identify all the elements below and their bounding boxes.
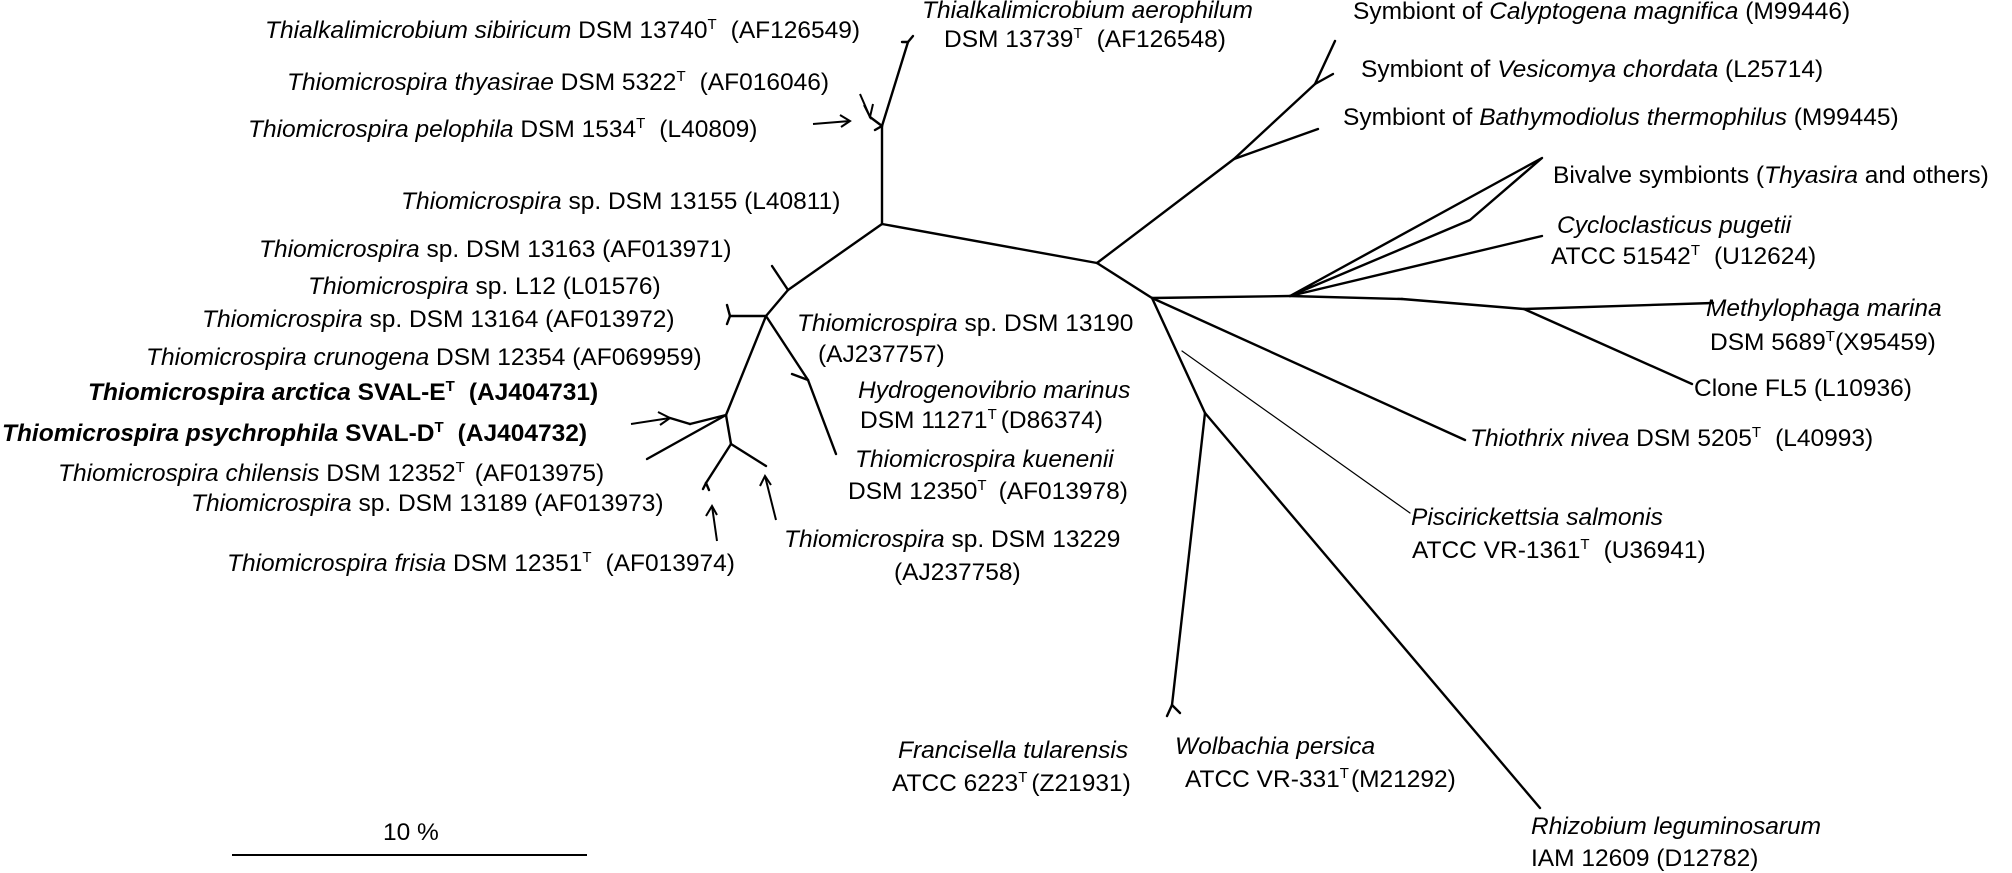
arrow-pelophila (812, 114, 852, 128)
arrow-sp13229 (759, 474, 777, 521)
branch-lower-right (1150, 296, 1207, 415)
label-kuenenii-line2: DSM 12350T(AF013978) (848, 477, 1128, 505)
branch-spL12-tip (725, 303, 732, 318)
label-calyptogena: Symbiont of Calyptogena magnifica (M9944… (1353, 0, 1850, 25)
branch-thiothrix (1150, 296, 1467, 442)
label-spL12: Thiomicrospira sp. L12 (L01576) (308, 273, 661, 300)
label-cycloclasticus-line2: ATCC 51542T(U12624) (1551, 242, 1816, 270)
branch-right-clade (1150, 294, 1292, 300)
label-kuenenii-line1: Thiomicrospira kuenenii (855, 446, 1114, 473)
branch-thyasirae (868, 115, 884, 128)
label-psychrophila: Thiomicrospira psychrophila SVAL-DT(AJ40… (2, 419, 587, 447)
branch-bivalve-triangle (1288, 156, 1544, 298)
label-sibiricum: Thialkalimicrobium sibiricum DSM 13740T(… (265, 16, 860, 44)
label-sp13190-line2: (AJ237757) (818, 341, 945, 368)
label-arctica: Thiomicrospira arctica SVAL-ET(AJ404731) (88, 378, 598, 406)
label-rhizobium-line1: Rhizobium leguminosarum (1531, 813, 1821, 840)
branch-crunogena-group (724, 314, 768, 417)
branch-francisella-tip (1165, 703, 1174, 718)
branch-sp13164-tip (725, 314, 732, 326)
pointer-arrows (630, 93, 874, 542)
branch-clone-fl5 (1522, 307, 1694, 386)
arrow-frisia (705, 504, 718, 542)
branch-vesicomya (1313, 72, 1335, 86)
label-wolbachia-line2: ATCC VR-331T(M21292) (1185, 765, 1456, 793)
label-clone-fl5: Clone FL5 (L10936) (1694, 375, 1912, 402)
scale-bar: 10 % (232, 819, 587, 856)
branch-backbone-left (880, 222, 1099, 265)
label-frisia: Thiomicrospira frisia DSM 12351T(AF01397… (227, 549, 735, 577)
tree-branches (645, 34, 1715, 810)
label-francisella-line2: ATCC 6223T(Z21931) (892, 769, 1131, 797)
label-sp13155: Thiomicrospira sp. DSM 13155 (L40811) (401, 188, 840, 215)
label-bathymodiolus: Symbiont of Bathymodiolus thermophilus (… (1343, 104, 1899, 131)
branch-sp13189 (704, 442, 733, 485)
branch-sp13229 (729, 442, 768, 468)
arrow-psychrophila (630, 411, 672, 426)
branch-sp13190 (790, 372, 810, 382)
branch-calyptogena-vesicomya (1232, 82, 1317, 161)
branch-sp13189-tip-b (704, 481, 711, 492)
label-chilensis: Thiomicrospira chilensis DSM 12352T(AF01… (58, 459, 604, 487)
label-hydrogenovibrio-line1: Hydrogenovibrio marinus (858, 377, 1130, 404)
label-vesicomya: Symbiont of Vesicomya chordata (L25714) (1361, 56, 1823, 83)
branch-kuenenii-group (764, 314, 810, 382)
scale-bar-label: 10 % (383, 819, 439, 846)
branch-hydrogenovibrio-kuenenii (806, 378, 838, 456)
branch-bathymodiolus (1232, 127, 1320, 161)
branch-methylophaga-clone (1288, 294, 1404, 301)
label-aerophilum-line1: Thialkalimicrobium aerophilum (922, 0, 1253, 24)
label-cycloclasticus-line1: Cycloclasticus pugetii (1557, 212, 1792, 239)
branch-pelophila (873, 124, 884, 132)
label-crunogena: Thiomicrospira crunogena DSM 12354 (AF06… (146, 344, 702, 371)
branch-lower-cluster-2 (764, 288, 790, 318)
branch-methylophaga-tip (1522, 301, 1715, 311)
label-sp13229-line2: (AJ237758) (894, 559, 1021, 586)
label-aerophilum-line2: DSM 13739T(AF126548) (944, 25, 1226, 53)
branch-cycloclasticus (1288, 234, 1544, 298)
branch-arctica-tip (668, 416, 692, 426)
branch-methylophaga (1400, 297, 1526, 311)
label-francisella-line1: Francisella tularensis (898, 737, 1128, 764)
arrow-thyasirae (859, 93, 874, 120)
branch-sibiricum-aerophilum (880, 40, 910, 128)
branch-wolbachia-tip (1170, 703, 1182, 715)
branch-symbiont-clade (1095, 157, 1236, 265)
branch-francisella-wolbachia (1170, 411, 1207, 707)
label-sp13163: Thiomicrospira sp. DSM 13163 (AF013971) (259, 236, 732, 263)
label-methylophaga-line1: Methylophaga marina (1706, 295, 1942, 322)
branch-frisia-group (724, 413, 733, 446)
branch-piscirickettsia (1181, 350, 1411, 514)
branch-calyptogena (1313, 39, 1337, 86)
label-bivalve: Bivalve symbionts (Thyasira and others) (1553, 162, 1989, 189)
branch-chilensis (645, 413, 728, 461)
label-rhizobium-line2: IAM 12609 (D12782) (1531, 845, 1758, 872)
label-wolbachia-line1: Wolbachia persica (1175, 733, 1375, 760)
label-piscirickettsia-line1: Piscirickettsia salmonis (1411, 504, 1663, 531)
label-thyasirae: Thiomicrospira thyasirae DSM 5322T(AF016… (287, 68, 829, 96)
label-sp13229-line1: Thiomicrospira sp. DSM 13229 (784, 526, 1120, 553)
label-piscirickettsia-line2: ATCC VR-1361T(U36941) (1412, 536, 1706, 564)
branch-backbone-right (1095, 261, 1154, 300)
branch-arctica-psychrophila (688, 413, 728, 426)
label-hydrogenovibrio-line2: DSM 11271T(D86374) (860, 406, 1103, 434)
branch-sp13163 (770, 264, 790, 292)
label-thiothrix: Thiothrix nivea DSM 5205T(L40993) (1470, 424, 1873, 452)
label-methylophaga-line2: DSM 5689T(X95459) (1710, 328, 1936, 356)
label-sp13189: Thiomicrospira sp. DSM 13189 (AF013973) (191, 490, 664, 517)
branch-aerophilum-tip (906, 34, 915, 44)
branch-lower-cluster (786, 222, 884, 292)
label-sp13164: Thiomicrospira sp. DSM 13164 (AF013972) (202, 306, 675, 333)
branch-rhizobium (1203, 411, 1542, 810)
label-sp13190-line1: Thiomicrospira sp. DSM 13190 (797, 310, 1133, 337)
label-pelophila: Thiomicrospira pelophila DSM 1534T(L4080… (248, 115, 757, 143)
